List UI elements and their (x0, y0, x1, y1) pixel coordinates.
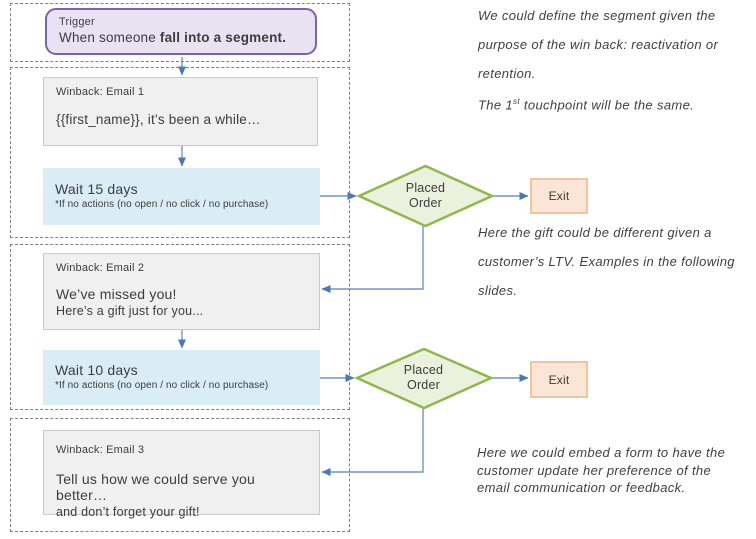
decision2-label: Placed Order (403, 363, 444, 392)
decision2-diamond-shape (353, 347, 495, 410)
email1-node: Winback: Email 1 {{first_name}}, it’s be… (43, 77, 318, 146)
email3-node: Winback: Email 3 Tell us how we could se… (43, 430, 320, 519)
email2-subject: We’ve missed you! (56, 286, 177, 302)
email3-subject: Tell us how we could serve you better… (56, 471, 255, 503)
wait1-node: Wait 15 days *If no actions (no open / n… (43, 168, 320, 225)
wait1-note: *If no actions (no open / no click / no … (55, 199, 269, 210)
section-container-trigger (10, 3, 350, 62)
decision1-label: Placed Order (405, 181, 446, 210)
email1-subject: {{first_name}}, it’s been a while… (56, 112, 261, 127)
exit2-label: Exit (548, 372, 570, 387)
annotation-gift-ltv: Here the gift could be different given a… (478, 225, 735, 298)
annotation-embed-form: Here we could embed a form to have the c… (477, 445, 726, 495)
email2-title: Winback: Email 2 (56, 262, 145, 274)
section-container-touchpoint-2 (10, 244, 350, 410)
exit2-node: Exit (530, 361, 588, 398)
section-container-touchpoint-3 (10, 418, 350, 532)
connector-decision2-email3 (321, 408, 424, 476)
decision1-diamond-shape (355, 164, 496, 228)
trigger-node: Trigger When someone fall into a segment… (45, 8, 317, 55)
connector-decision1-email2 (321, 226, 424, 293)
wait2-note: *If no actions (no open / no click / no … (55, 380, 269, 391)
email3-subtext: and don’t forget your gift! (56, 505, 200, 519)
wait2-node: Wait 10 days *If no actions (no open / n… (43, 350, 320, 405)
wait2-title: Wait 10 days (55, 362, 138, 378)
section-container-touchpoint-1 (10, 67, 350, 238)
email2-node: Winback: Email 2 We’ve missed you! Here’… (43, 253, 320, 330)
trigger-label: Trigger (59, 16, 95, 28)
annotation-segment-definition: We could define the segment given the pu… (478, 8, 719, 81)
trigger-text: When someone fall into a segment. (59, 30, 287, 45)
exit1-node: Exit (530, 178, 588, 214)
email1-title: Winback: Email 1 (56, 86, 145, 98)
wait1-title: Wait 15 days (55, 181, 138, 197)
exit1-label: Exit (548, 189, 570, 203)
email3-title: Winback: Email 3 (56, 444, 145, 456)
annotation-first-touchpoint: The 1st touchpoint will be the same. (478, 97, 695, 113)
email2-subtext: Here’s a gift just for you... (56, 304, 204, 318)
